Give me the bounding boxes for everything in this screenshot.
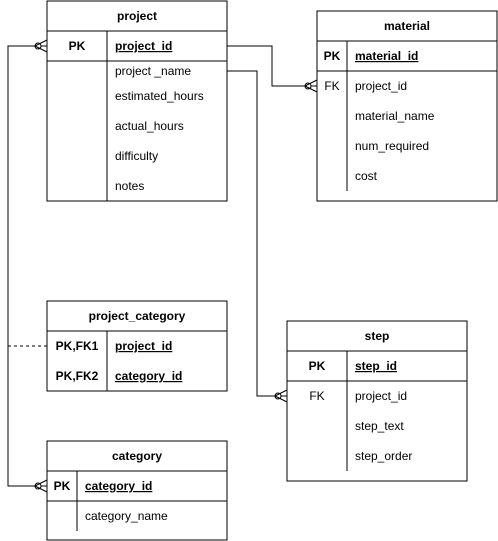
project-field-estimated-hours: estimated_hours — [115, 89, 204, 103]
entity-category[interactable]: category PK category_id category_name — [46, 440, 228, 541]
relationship-project-category-link — [7, 39, 48, 493]
step-key-1: FK — [309, 389, 324, 403]
entity-project-category-title: project_category — [89, 309, 186, 323]
material-key-1: FK — [324, 79, 339, 93]
category-field-category-id: category_id — [85, 479, 152, 493]
category-key-0: PK — [54, 479, 71, 493]
step-field-step-id: step_id — [355, 359, 397, 373]
material-field-material-id: material_id — [355, 49, 418, 63]
relationship-project-step — [227, 70, 288, 403]
material-field-cost: cost — [355, 169, 378, 183]
step-field-step-text: step_text — [355, 419, 404, 433]
entity-project[interactable]: project PK project_id project _name esti… — [46, 0, 228, 202]
relationship-project-material — [227, 45, 318, 93]
project-key-0: PK — [69, 39, 86, 53]
project-field-notes: notes — [115, 179, 144, 193]
entity-project-title: project — [117, 9, 157, 23]
entity-step[interactable]: step PK step_id FK project_id step_text … — [286, 320, 468, 482]
entity-category-title: category — [112, 449, 162, 463]
project-field-actual-hours: actual_hours — [115, 119, 184, 133]
step-field-project-id: project_id — [355, 389, 407, 403]
category-field-category-name: category_name — [85, 509, 168, 523]
material-field-num-required: num_required — [355, 139, 429, 153]
project-category-key-1: PK,FK2 — [56, 369, 99, 383]
project-field-difficulty: difficulty — [115, 149, 158, 163]
material-key-0: PK — [324, 49, 341, 63]
material-field-material-name: material_name — [355, 109, 435, 123]
project-field-project-name: project _name — [115, 64, 191, 78]
entity-material-title: material — [384, 19, 430, 33]
entity-material[interactable]: material PK material_id FK project_id ma… — [316, 10, 498, 202]
step-key-0: PK — [309, 359, 326, 373]
entity-step-title: step — [365, 329, 390, 343]
project-category-field-project-id: project_id — [115, 339, 172, 353]
step-field-step-order: step_order — [355, 449, 412, 463]
project-category-key-0: PK,FK1 — [56, 339, 99, 353]
project-field-project-id: project_id — [115, 39, 172, 53]
project-category-field-category-id: category_id — [115, 369, 182, 383]
entity-project-category[interactable]: project_category PK,FK1 project_id PK,FK… — [46, 300, 228, 392]
material-field-project-id: project_id — [355, 79, 407, 93]
